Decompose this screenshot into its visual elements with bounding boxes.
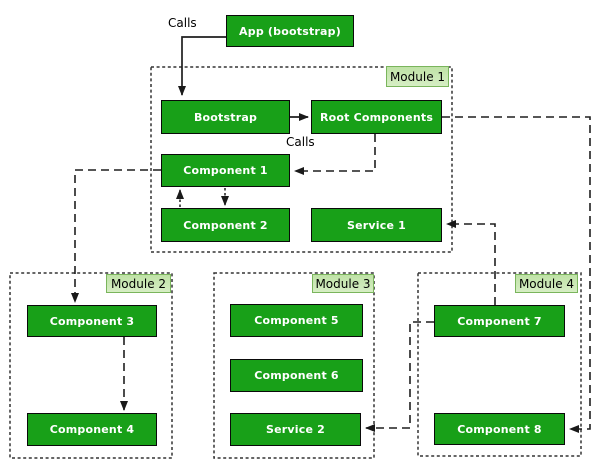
module-2-label: Module 2 bbox=[106, 274, 171, 293]
node-root-components: Root Components bbox=[311, 100, 442, 134]
node-component-4: Component 4 bbox=[27, 413, 157, 446]
edge-root-components-to-component-8 bbox=[442, 116, 591, 433]
node-bootstrap: Bootstrap bbox=[161, 100, 290, 134]
node-component-3: Component 3 bbox=[27, 305, 157, 337]
edge-app-to-bootstrap bbox=[178, 36, 226, 96]
module-4-frame bbox=[417, 272, 582, 457]
node-component-2: Component 2 bbox=[161, 208, 290, 242]
module-2-frame bbox=[9, 272, 173, 459]
module-3-frame bbox=[213, 272, 375, 459]
module-3-label: Module 3 bbox=[312, 274, 374, 293]
edge-component-7-to-service-2 bbox=[365, 321, 434, 432]
edge-component-1-to-component-3 bbox=[71, 169, 161, 303]
edge-component-7-to-service-1 bbox=[446, 220, 496, 305]
edge-label-calls-mid: Calls bbox=[285, 135, 316, 149]
node-component-8: Component 8 bbox=[434, 413, 565, 445]
node-service-2: Service 2 bbox=[230, 413, 361, 446]
node-component-6: Component 6 bbox=[230, 359, 363, 392]
node-service-1: Service 1 bbox=[311, 208, 442, 242]
module-1-frame bbox=[150, 66, 453, 253]
module-1-label: Module 1 bbox=[386, 66, 449, 87]
edge-label-calls-top: Calls bbox=[167, 16, 198, 30]
node-component-1: Component 1 bbox=[161, 154, 290, 187]
module-4-label: Module 4 bbox=[515, 274, 578, 293]
node-app-bootstrap: App (bootstrap) bbox=[226, 15, 354, 47]
node-component-5: Component 5 bbox=[230, 304, 363, 337]
node-component-7: Component 7 bbox=[434, 305, 565, 337]
